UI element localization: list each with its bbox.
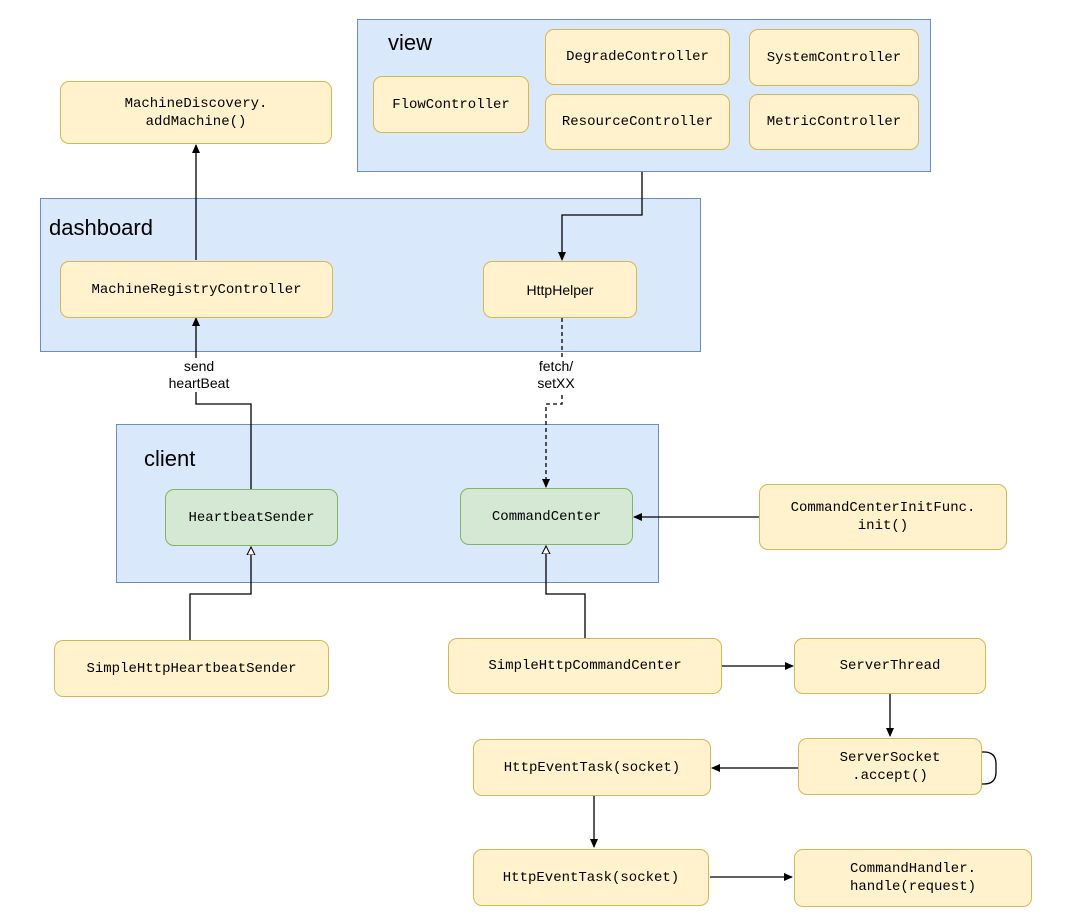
node-http-helper: HttpHelper [483,261,637,318]
edge-label-fetch-setxx: fetch/ setXX [528,358,584,392]
node-machine-discovery: MachineDiscovery. addMachine() [60,81,332,144]
node-simple-http-command-center: SimpleHttpCommandCenter [448,638,722,694]
node-server-socket-accept: ServerSocket .accept() [798,738,982,795]
node-heartbeat-sender: HeartbeatSender [165,489,338,546]
edge-simpleheartbeat-to-heartbeatsender [189,547,251,640]
edge-simplecommandcenter-to-commandcenter [546,546,586,638]
node-command-handler: CommandHandler. handle(request) [794,849,1032,907]
view-group-label: view [388,30,433,55]
node-command-center-init-func: CommandCenterInitFunc. init() [759,484,1007,550]
node-server-thread: ServerThread [794,638,986,694]
node-degrade-controller: DegradeController [545,29,730,85]
edge-view-to-httphelper [558,172,643,261]
node-http-event-task-2: HttpEventTask(socket) [473,849,709,906]
node-flow-controller: FlowController [373,76,529,133]
node-simple-http-heartbeat-sender: SimpleHttpHeartbeatSender [54,640,329,697]
edge-httphelper-to-commandcenter [542,318,563,488]
node-machine-registry-controller: MachineRegistryController [60,261,333,318]
edge-label-send-heartbeat: send heartBeat [160,358,238,392]
edge-heartbeat-to-registry [192,317,252,489]
client-group-label: client [144,446,196,471]
node-system-controller: SystemController [749,29,919,86]
node-metric-controller: MetricController [749,94,919,150]
node-resource-controller: ResourceController [545,94,730,150]
node-http-event-task-1: HttpEventTask(socket) [473,739,711,796]
dashboard-group-label: dashboard [49,215,153,240]
node-command-center: CommandCenter [460,488,633,545]
